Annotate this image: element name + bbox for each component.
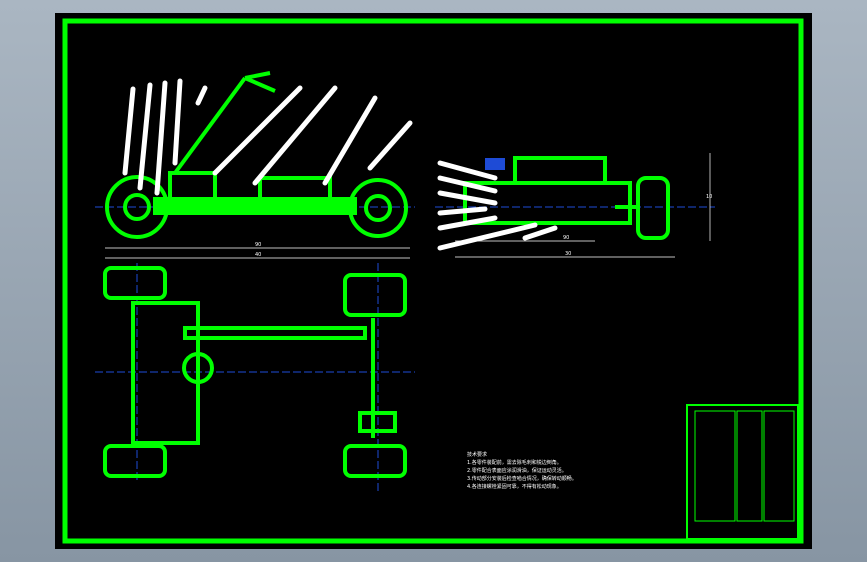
front-part-blue — [485, 158, 505, 170]
dim-front-part: 90 — [563, 235, 569, 241]
drawing-sheet: 90 40 90 30 10 — [55, 13, 812, 549]
dim-front-height: 10 — [706, 194, 712, 200]
drawing-border — [62, 18, 804, 544]
side-view — [105, 71, 408, 239]
technical-notes: 技术要求 1.各零件装配前，需去除毛刺和锐边倒角。 2.零件配合表面应涂润滑油，… — [467, 451, 577, 491]
dim-side-overall: 40 — [255, 252, 261, 258]
front-wheel — [348, 178, 408, 238]
top-rear-wheel-right — [103, 444, 167, 478]
notes-heading: 技术要求 — [467, 452, 488, 458]
front-wheel-view — [636, 176, 670, 240]
leader-lines-side — [122, 78, 413, 196]
top-view — [103, 266, 407, 478]
top-drum-housing — [131, 301, 200, 445]
top-front-wheel — [343, 444, 407, 478]
dim-front-total: 30 — [565, 251, 571, 257]
note-item: 3.传动部分安装后检查啮合情况，确保转动顺畅。 — [467, 476, 577, 482]
title-block — [686, 404, 799, 540]
note-item: 4.各连接螺栓紧固可靠，不得有松动现象。 — [467, 484, 562, 490]
side-frame — [153, 197, 357, 215]
dim-side-inner: 90 — [255, 242, 261, 248]
front-body — [463, 181, 632, 225]
note-item: 2.零件配合表面应涂润滑油，保证运动灵活。 — [467, 468, 567, 474]
cad-drawing: 90 40 90 30 10 — [62, 18, 804, 544]
leader-lines-front — [437, 160, 558, 251]
front-view — [463, 156, 670, 240]
note-item: 1.各零件装配前，需去除毛刺和锐边倒角。 — [467, 460, 562, 466]
top-rear-wheel-left — [103, 266, 167, 300]
top-front-unit — [343, 273, 407, 317]
